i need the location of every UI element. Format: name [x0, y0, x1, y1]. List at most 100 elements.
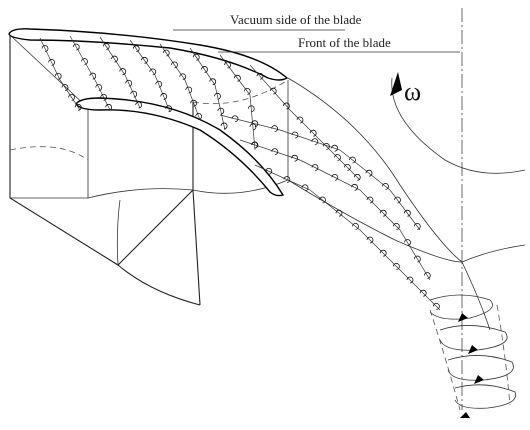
vortex-curl-icon — [265, 167, 273, 175]
vortex-curl-icon — [185, 86, 193, 94]
vortex-curl-icon — [89, 72, 97, 80]
vortex-curl-icon — [165, 105, 173, 113]
vortex-curl-icon — [132, 45, 140, 53]
vortex-curl-icon — [414, 255, 421, 263]
blades — [8, 28, 289, 197]
vortex-curl-icon — [61, 84, 69, 91]
vortex-curl-icon — [135, 101, 143, 109]
rotation-indicator: ω — [390, 72, 526, 174]
vortex-curl-icon — [382, 183, 389, 190]
vortex-curl-icon — [393, 263, 400, 270]
vortex-curl-icon — [334, 154, 341, 161]
vortex-curl-icon — [291, 154, 298, 162]
vortex-curl-icon — [335, 209, 343, 217]
vortex-curl-icon — [393, 223, 400, 230]
swirl-arrow-icon — [458, 313, 468, 322]
vortex-curl-icon — [423, 272, 431, 279]
vortex-curl-icon — [162, 49, 170, 57]
vacuum-side-blade — [8, 28, 289, 81]
vortex-curl-icon — [111, 55, 118, 63]
vortex-curl-icon — [102, 43, 110, 50]
streamline — [254, 164, 441, 311]
vortex-curl-icon — [171, 61, 178, 69]
vortex-curl-icon — [192, 53, 200, 61]
vortex-curl-icon — [155, 80, 163, 88]
vortex-curl-icon — [209, 78, 217, 86]
vortex-curl-icon — [68, 94, 75, 101]
vortex-curl-icon — [351, 183, 358, 191]
vortex-curl-icon — [344, 164, 351, 171]
shroud-curves — [287, 77, 526, 331]
vortex-curl-icon — [74, 103, 82, 111]
vortex-curl-icon — [249, 123, 257, 131]
vortex-curl-icon — [353, 173, 361, 181]
vortex-curl-icon — [214, 92, 221, 100]
swirl-arrow-icon — [474, 375, 484, 384]
vortex-curl-icon — [352, 223, 359, 230]
streamline — [159, 43, 201, 121]
vortex-curl-icon — [141, 56, 148, 64]
vortex-curl-icon — [331, 144, 338, 152]
vortex-curl-icon — [301, 184, 309, 192]
vortex-curl-icon — [296, 116, 304, 124]
vortex-curl-icon — [311, 164, 319, 171]
vortex-curl-icon — [224, 61, 231, 69]
vortex-curl-icon — [366, 196, 374, 204]
vortex-curl-icon — [319, 196, 326, 204]
rotation-arrow-icon — [390, 72, 402, 96]
vortex-curl-icon — [231, 115, 239, 123]
vortex-curl-icon — [130, 90, 138, 98]
vortex-curl-icon — [379, 249, 387, 257]
vacuum-side-label: Vacuum side of the blade — [230, 12, 362, 27]
label-leaders — [173, 29, 460, 53]
streamline — [239, 139, 431, 281]
front-label: Front of the blade — [298, 35, 391, 50]
vortex-curl-icon — [195, 113, 203, 120]
vortex-curl-icon — [404, 209, 411, 217]
vortex-curl-icon — [256, 72, 264, 80]
vortex-curl-icon — [269, 87, 277, 95]
vortex-curl-icon — [283, 102, 290, 110]
vortex-curl-icon — [243, 88, 251, 95]
streamline — [189, 47, 226, 131]
vortex-curl-icon — [413, 223, 421, 230]
impeller-housing — [9, 34, 289, 306]
front-blade — [75, 97, 285, 197]
vortex-curl-icon — [406, 276, 414, 284]
vortex-curl-icon — [331, 174, 339, 181]
vortex-curl-icon — [54, 72, 62, 80]
vortex-curl-icon — [220, 122, 228, 130]
vortex-curl-icon — [48, 58, 55, 66]
vortex-curl-icon — [160, 93, 168, 100]
vortex-curl-icon — [81, 58, 88, 65]
swirl-arrow-icon — [468, 345, 478, 354]
swirl-arrow-icon — [460, 412, 470, 418]
vortex-curl-icon — [271, 148, 279, 155]
vortex-curl-icon — [125, 79, 133, 87]
vortex-curl-icon — [251, 141, 259, 149]
vortex-curl-icon — [105, 103, 113, 111]
vortex-curls — [41, 43, 440, 310]
vortex-curl-icon — [119, 68, 127, 75]
vortex-curl-icon — [291, 131, 299, 139]
streamline — [219, 114, 421, 231]
vortex-curl-icon — [349, 156, 356, 164]
streamline — [129, 39, 171, 113]
vortex-curl-icon — [404, 239, 411, 246]
outflow-swirl — [429, 294, 517, 418]
vortex-curl-icon — [271, 125, 278, 133]
vortex-curl-icon — [100, 94, 108, 101]
vortex-curl-icon — [251, 120, 259, 128]
vortex-curl-icon — [283, 176, 291, 183]
vortex-curl-icon — [419, 289, 427, 297]
vortex-curl-icon — [433, 303, 440, 310]
vortex-curl-icon — [149, 68, 157, 76]
vortex-curl-icon — [247, 105, 255, 113]
vortex-curl-icon — [179, 73, 187, 81]
vortex-curl-icon — [311, 138, 319, 145]
vortex-curl-icon — [366, 236, 374, 244]
vortex-curl-icon — [41, 45, 49, 52]
vortex-curl-icon — [323, 143, 330, 150]
streamline — [219, 54, 256, 151]
